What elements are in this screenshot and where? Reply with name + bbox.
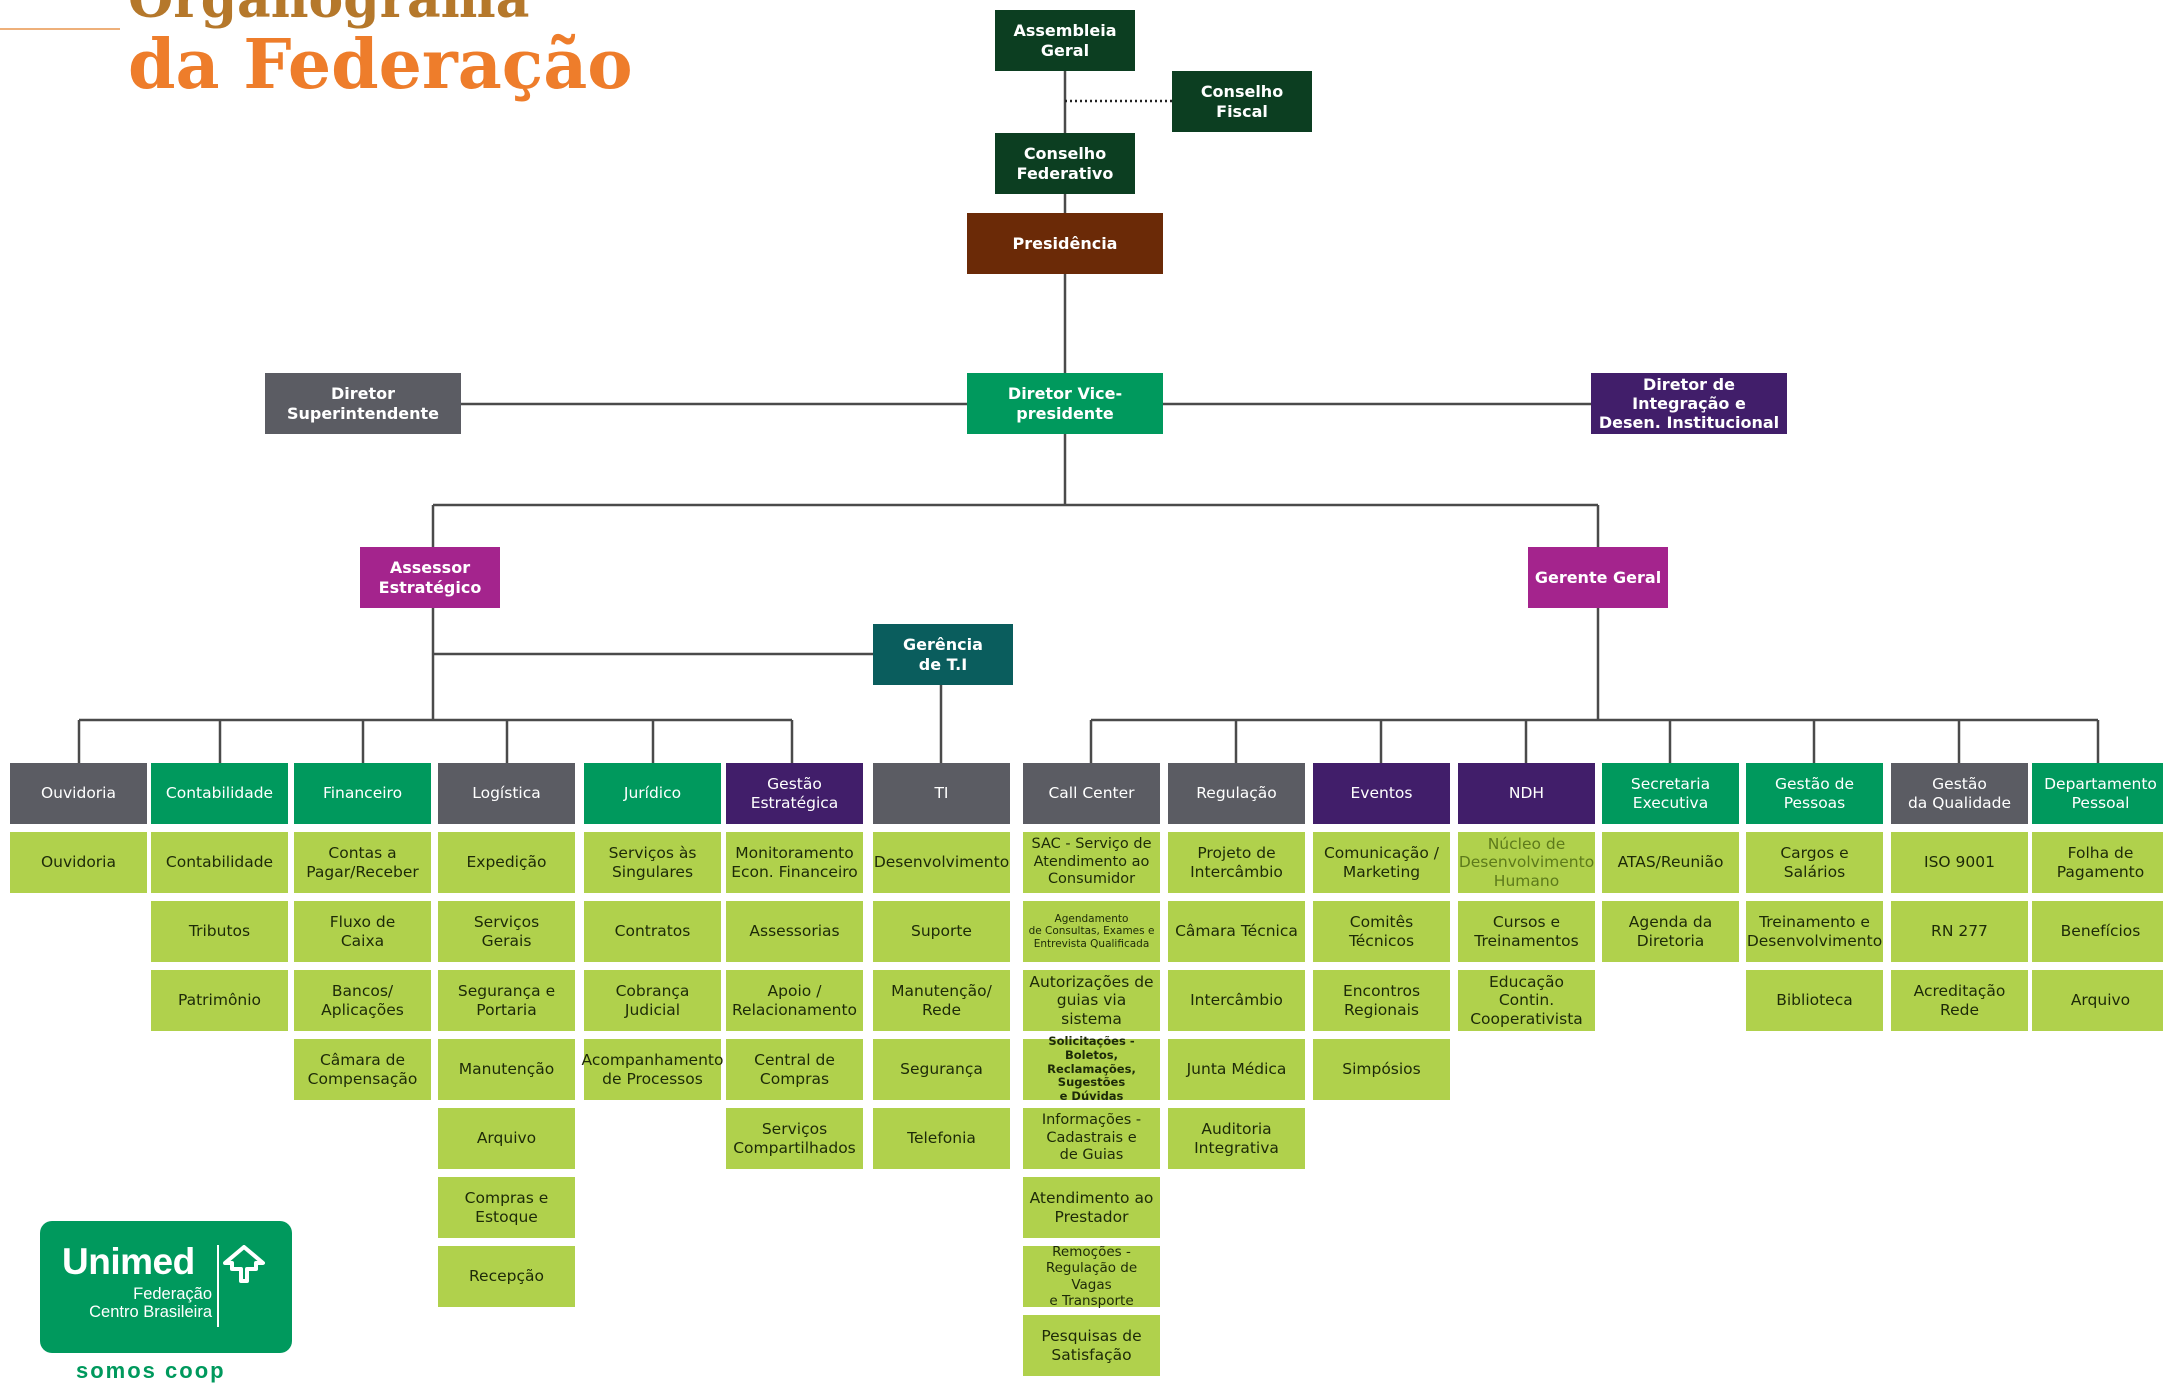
subunit-junta-medica[interactable]: Junta Médica xyxy=(1168,1039,1305,1100)
subunit-servicos-compartilhados[interactable]: Serviços Compartilhados xyxy=(726,1108,863,1169)
subunit-expedicao[interactable]: Expedição xyxy=(438,832,575,893)
subunit-cursos-e-treinamentos[interactable]: Cursos e Treinamentos xyxy=(1458,901,1595,962)
subunit-manutencao-rede[interactable]: Manutenção/ Rede xyxy=(873,970,1010,1031)
dept-header-call-center[interactable]: Call Center xyxy=(1023,763,1160,824)
subunit-monitoramento-econ-financeiro[interactable]: Monitoramento Econ. Financeiro xyxy=(726,832,863,893)
subunit-auditoria-integrativa[interactable]: Auditoria Integrativa xyxy=(1168,1108,1305,1169)
subunit-solicitacoes-boletos-reclamacoes-sugestoes-e-duvidas[interactable]: Solicitações - Boletos, Reclamações, Sug… xyxy=(1023,1034,1160,1103)
subunit-central-de-compras[interactable]: Central de Compras xyxy=(726,1039,863,1100)
subunit-comunicacao-marketing[interactable]: Comunicação / Marketing xyxy=(1313,832,1450,893)
subunit-servicos-as-singulares[interactable]: Serviços às Singulares xyxy=(584,832,721,893)
dept-header-ndh[interactable]: NDH xyxy=(1458,763,1595,824)
dept-header-contabilidade[interactable]: Contabilidade xyxy=(151,763,288,824)
subunit-apoio-relacionamento[interactable]: Apoio / Relacionamento xyxy=(726,970,863,1031)
subunit-fluxo-de-caixa[interactable]: Fluxo de Caixa xyxy=(294,901,431,962)
subunit-arquivo[interactable]: Arquivo xyxy=(438,1108,575,1169)
logo-line-federacao: Federação xyxy=(133,1285,212,1303)
subunit-acreditacao-rede[interactable]: Acreditação Rede xyxy=(1891,970,2028,1031)
subunit-nucleo-de-desenvolvimento-humano[interactable]: Núcleo de Desenvolvimento Humano xyxy=(1458,832,1595,893)
subunit-atas-reuniao[interactable]: ATAS/Reunião xyxy=(1602,832,1739,893)
subunit-comites-tecnicos[interactable]: Comitês Técnicos xyxy=(1313,901,1450,962)
dept-header-ti[interactable]: TI xyxy=(873,763,1010,824)
box-diretor-vice-presidente[interactable]: Diretor Vice-presidente xyxy=(967,373,1163,434)
logo-brand: Unimed xyxy=(62,1241,195,1282)
dept-header-regulacao[interactable]: Regulação xyxy=(1168,763,1305,824)
subunit-camara-tecnica[interactable]: Câmara Técnica xyxy=(1168,901,1305,962)
box-gerencia-ti[interactable]: Gerência de T.I xyxy=(873,624,1013,685)
subunit-cobranca-judicial[interactable]: Cobrança Judicial xyxy=(584,970,721,1031)
box-gerente-geral[interactable]: Gerente Geral xyxy=(1528,547,1668,608)
unimed-tree-icon xyxy=(223,1245,265,1283)
box-assessor-estrategico[interactable]: Assessor Estratégico xyxy=(360,547,500,608)
box-diretor-integracao[interactable]: Diretor de Integração e Desen. Instituci… xyxy=(1591,373,1787,434)
subunit-servicos-gerais[interactable]: Serviços Gerais xyxy=(438,901,575,962)
subunit-tributos[interactable]: Tributos xyxy=(151,901,288,962)
subunit-patrimonio[interactable]: Patrimônio xyxy=(151,970,288,1031)
logo-divider xyxy=(217,1245,219,1327)
dept-header-juridico[interactable]: Jurídico xyxy=(584,763,721,824)
unimed-logo: Unimed Federação Centro Brasileira xyxy=(40,1221,292,1353)
subunit-sac-servico-de-atendimento-ao-consumidor[interactable]: SAC - Serviço de Atendimento ao Consumid… xyxy=(1023,832,1160,893)
box-presidencia[interactable]: Presidência xyxy=(967,213,1163,274)
subunit-seguranca-e-portaria[interactable]: Segurança e Portaria xyxy=(438,970,575,1031)
subunit-folha-de-pagamento[interactable]: Folha de Pagamento xyxy=(2032,832,2163,893)
dept-header-gestao-da-qualidade[interactable]: Gestão da Qualidade xyxy=(1891,763,2028,824)
subunit-manutencao[interactable]: Manutenção xyxy=(438,1039,575,1100)
subunit-compras-e-estoque[interactable]: Compras e Estoque xyxy=(438,1177,575,1238)
page-title: Organograma xyxy=(128,0,529,26)
subunit-contabilidade[interactable]: Contabilidade xyxy=(151,832,288,893)
subunit-telefonia[interactable]: Telefonia xyxy=(873,1108,1010,1169)
box-diretor-superintendente[interactable]: Diretor Superintendente xyxy=(265,373,461,434)
subunit-pesquisas-de-satisfacao[interactable]: Pesquisas de Satisfação xyxy=(1023,1315,1160,1376)
subunit-agenda-da-diretoria[interactable]: Agenda da Diretoria xyxy=(1602,901,1739,962)
subunit-iso-9001[interactable]: ISO 9001 xyxy=(1891,832,2028,893)
dept-header-logistica[interactable]: Logística xyxy=(438,763,575,824)
subunit-simposios[interactable]: Simpósios xyxy=(1313,1039,1450,1100)
subunit-desenvolvimento[interactable]: Desenvolvimento xyxy=(873,832,1010,893)
logo-line-centro: Centro Brasileira xyxy=(89,1303,212,1321)
dept-header-gestao-estrategica[interactable]: Gestão Estratégica xyxy=(726,763,863,824)
subunit-educacao-contin-cooperativista[interactable]: Educação Contin. Cooperativista xyxy=(1458,970,1595,1031)
subunit-treinamento-e-desenvolvimento[interactable]: Treinamento e Desenvolvimento xyxy=(1746,901,1883,962)
box-conselho-fiscal[interactable]: Conselho Fiscal xyxy=(1172,71,1312,132)
subunit-autorizacoes-de-guias-via-sistema[interactable]: Autorizações de guias via sistema xyxy=(1023,970,1160,1031)
subunit-contas-a-pagar-receber[interactable]: Contas a Pagar/Receber xyxy=(294,832,431,893)
subunit-cargos-e-salarios[interactable]: Cargos e Salários xyxy=(1746,832,1883,893)
subunit-ouvidoria[interactable]: Ouvidoria xyxy=(10,832,147,893)
subunit-biblioteca[interactable]: Biblioteca xyxy=(1746,970,1883,1031)
dept-header-gestao-de-pessoas[interactable]: Gestão de Pessoas xyxy=(1746,763,1883,824)
subunit-remocoes-regulacao-de-vagas-e-transporte[interactable]: Remoções - Regulação de Vagas e Transpor… xyxy=(1023,1244,1160,1309)
title-rule xyxy=(0,28,120,30)
subunit-acompanhamento-de-processos[interactable]: Acompanhamento de Processos xyxy=(582,1039,723,1100)
subunit-assessorias[interactable]: Assessorias xyxy=(726,901,863,962)
dept-header-departamento-pessoal[interactable]: Departamento Pessoal xyxy=(2032,763,2163,824)
box-conselho-federativo[interactable]: Conselho Federativo xyxy=(995,133,1135,194)
subunit-seguranca[interactable]: Segurança xyxy=(873,1039,1010,1100)
dept-header-secretaria-executiva[interactable]: Secretaria Executiva xyxy=(1602,763,1739,824)
dept-header-eventos[interactable]: Eventos xyxy=(1313,763,1450,824)
subunit-bancos-aplicacoes[interactable]: Bancos/ Aplicações xyxy=(294,970,431,1031)
subunit-projeto-de-intercambio[interactable]: Projeto de Intercâmbio xyxy=(1168,832,1305,893)
subunit-rn-277[interactable]: RN 277 xyxy=(1891,901,2028,962)
subunit-encontros-regionais[interactable]: Encontros Regionais xyxy=(1313,970,1450,1031)
subunit-atendimento-ao-prestador[interactable]: Atendimento ao Prestador xyxy=(1023,1177,1160,1238)
subunit-informacoes-cadastrais-e-de-guias[interactable]: Informações - Cadastrais e de Guias xyxy=(1023,1108,1160,1169)
subunit-recepcao[interactable]: Recepção xyxy=(438,1246,575,1307)
subunit-agendamento-de-consultas-exames-e-entrevista-qualificada[interactable]: Agendamento de Consultas, Exames e Entre… xyxy=(1023,901,1160,962)
subunit-beneficios[interactable]: Benefícios xyxy=(2032,901,2163,962)
box-assembleia-geral[interactable]: Assembleia Geral xyxy=(995,10,1135,71)
subunit-arquivo[interactable]: Arquivo xyxy=(2032,970,2163,1031)
subunit-contratos[interactable]: Contratos xyxy=(584,901,721,962)
page-subtitle: da Federação xyxy=(128,25,633,105)
subunit-camara-de-compensacao[interactable]: Câmara de Compensação xyxy=(294,1039,431,1100)
subunit-intercambio[interactable]: Intercâmbio xyxy=(1168,970,1305,1031)
dept-header-financeiro[interactable]: Financeiro xyxy=(294,763,431,824)
dept-header-ouvidoria[interactable]: Ouvidoria xyxy=(10,763,147,824)
tagline: somos coop xyxy=(76,1358,226,1383)
subunit-suporte[interactable]: Suporte xyxy=(873,901,1010,962)
